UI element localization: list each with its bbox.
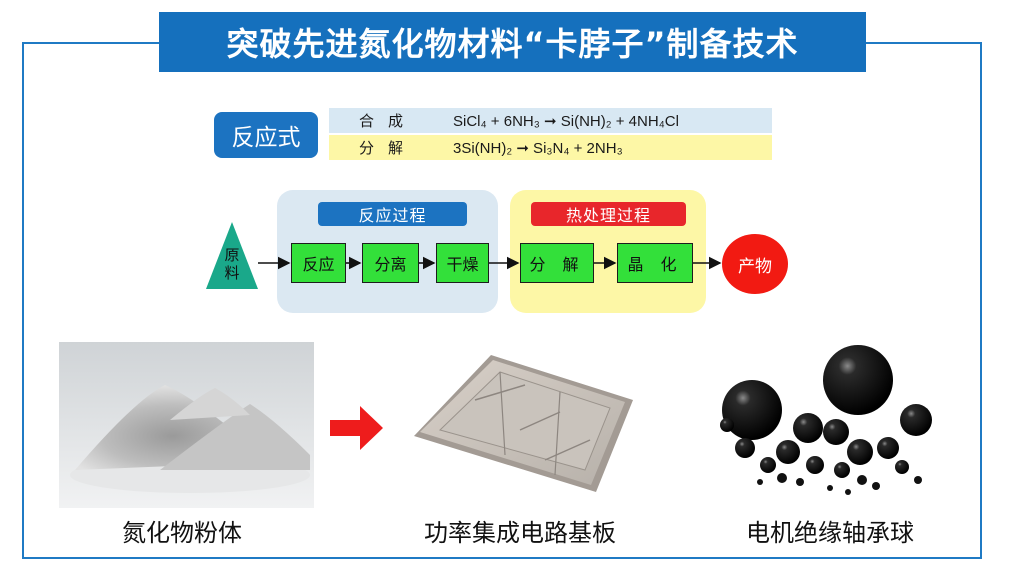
equation-label-decomposition: 分解 [359,139,418,157]
step-drying: 干燥 [436,243,489,283]
equation-row-synthesis: 合成 SiCl₄ + 6NH₃ ➞ Si(NH)₂ + 4NH₄Cl [329,108,772,133]
powder-image [59,342,314,508]
raw-material-label: 原料 [224,246,240,282]
equation-formula-decomposition: 3Si(NH)₂ ➞ Si₃N₄ + 2NH₃ [453,139,623,157]
step-decomposition: 分 解 [520,243,594,283]
caption-power-ic-substrate: 功率集成电路基板 [424,519,616,547]
heat-treatment-title: 热处理过程 [531,202,686,226]
raw-material-triangle [206,222,258,289]
step-reaction: 反应 [291,243,346,283]
step-crystallization: 晶 化 [617,243,693,283]
title-banner: 突破先进氮化物材料“卡脖子”制备技术 [159,12,866,72]
equation-formula-synthesis: SiCl₄ + 6NH₃ ➞ Si(NH)₂ + 4NH₄Cl [453,112,679,130]
reaction-process-title: 反应过程 [318,202,467,226]
caption-nitride-powder: 氮化物粉体 [122,519,242,547]
step-separation: 分离 [362,243,419,283]
caption-insulating-bearing-balls: 电机绝缘轴承球 [746,519,914,547]
equation-row-decomposition: 分解 3Si(NH)₂ ➞ Si₃N₄ + 2NH₃ [329,135,772,160]
transform-arrow [330,406,383,450]
reaction-badge: 反应式 [214,112,318,158]
product-circle: 产物 [722,234,788,294]
bearing-balls-image [720,345,932,495]
equation-label-synthesis: 合成 [359,112,418,130]
substrate-board-image [414,355,633,492]
